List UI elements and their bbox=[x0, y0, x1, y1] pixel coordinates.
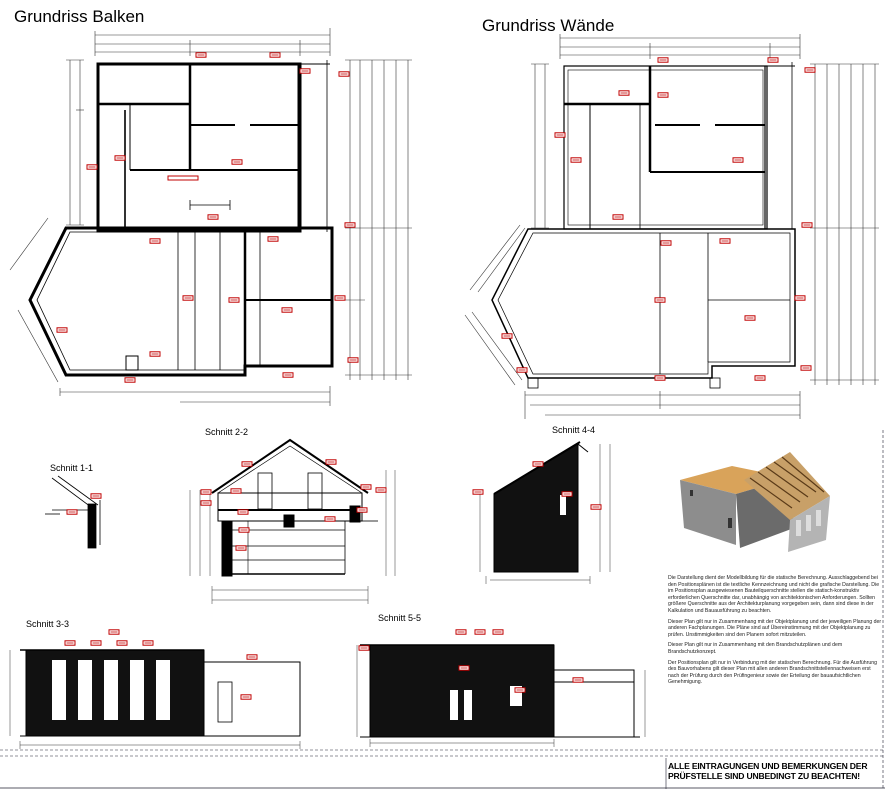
section-3-3 bbox=[9, 649, 301, 749]
plan-walls bbox=[464, 34, 879, 419]
label-section-1-1: Schnitt 1-1 bbox=[50, 463, 94, 473]
label-section-3-3: Schnitt 3-3 bbox=[26, 619, 70, 629]
general-notes: Die Darstellung dient der Modellbildung … bbox=[668, 575, 883, 690]
note-paragraph: Dieser Plan gilt nur in Zusammenhang mit… bbox=[668, 618, 882, 638]
note-paragraph: Die Darstellung dient der Modellbildung … bbox=[668, 575, 880, 614]
title-plan-walls: Grundriss Wände bbox=[482, 16, 615, 35]
note-paragraph: Dieser Plan gilt nur in Zusammenhang mit… bbox=[668, 642, 843, 655]
label-section-5-5: Schnitt 5-5 bbox=[378, 613, 422, 623]
plan-walls-dimensions bbox=[464, 34, 879, 419]
label-section-4-4: Schnitt 4-4 bbox=[552, 425, 596, 435]
note-paragraph: Der Positionsplan gilt nur in Verbindung… bbox=[668, 659, 878, 686]
plan-beams bbox=[9, 28, 412, 406]
sheet-frame bbox=[0, 430, 885, 789]
section-1-1 bbox=[45, 475, 101, 549]
section-2-2 bbox=[189, 438, 396, 604]
title-plan-beams: Grundriss Balken bbox=[14, 7, 145, 26]
label-section-2-2: Schnitt 2-2 bbox=[205, 427, 249, 437]
section-5-5 bbox=[356, 644, 646, 747]
plan-beams-dimensions bbox=[9, 28, 412, 406]
inspection-warning: ALLE EINTRAGUNGEN UND BEMERKUNGEN DER PR… bbox=[668, 761, 868, 781]
section-4-4 bbox=[479, 441, 611, 584]
isometric-3d-view bbox=[680, 452, 830, 552]
plan-beams-markers bbox=[56, 52, 359, 383]
plan-walls-markers bbox=[501, 57, 816, 381]
